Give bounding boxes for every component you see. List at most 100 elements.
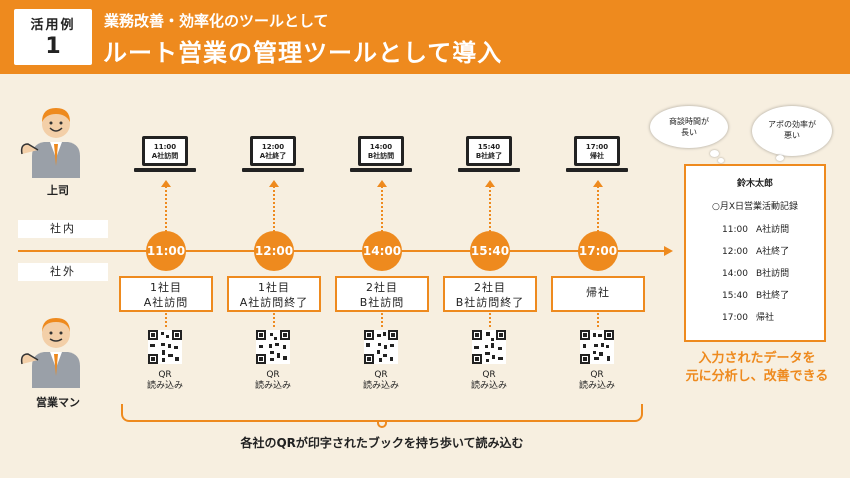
zone-inside-label: 社内 [18,220,108,238]
record-time: 14:00 [722,269,748,279]
event-box: 帰社 [551,276,645,312]
laptop-base [134,168,196,172]
arrow-up-icon [161,180,171,187]
qr-label-line2: 読み込み [146,381,183,391]
screen-text: A社終了 [259,152,287,160]
event-line1: 2社目 [366,281,398,294]
boss-person-icon [20,108,80,178]
upload-dotted-line [273,186,275,232]
screen-text: 帰社 [590,152,604,160]
screen-time: 17:00 [585,143,609,151]
cloud-tail-dot [718,158,724,163]
qr-label-line2: 読み込み [254,381,291,391]
arrow-up-icon [269,180,279,187]
time-marker: 15:40 [470,231,510,271]
record-time: 15:40 [722,291,748,301]
qr-label-line1: QR [266,370,280,380]
record-text: B社訪問 [756,269,790,279]
salesperson-icon [20,318,80,388]
screen-text: B社終了 [475,152,503,160]
result-line2: 元に分析し、改善できる [685,369,829,384]
event-line1: 2社目 [474,281,506,294]
qr-label-line2: 読み込み [470,381,507,391]
upload-dotted-line [381,186,383,232]
time-marker: 14:00 [362,231,402,271]
record-row: 15:40 B社終了 [722,288,789,301]
qr-label-line1: QR [590,370,604,380]
arrow-up-icon [377,180,387,187]
dotted-connector [165,313,167,327]
boss-label: 上司 [47,184,69,197]
salesperson-label: 営業マン [36,396,80,409]
upload-dotted-line [489,186,491,232]
qr-label-line1: QR [158,370,172,380]
screen-text: A社訪問 [151,152,179,160]
upload-dotted-line [597,186,599,232]
screen-time: 11:00 [153,143,177,151]
qr-code-icon [580,330,614,364]
laptop-base [350,168,412,172]
event-line1: 1社目 [150,281,182,294]
event-line1: 帰社 [586,286,610,299]
cloud-tail-dot [710,150,719,157]
page-title: ルート営業の管理ツールとして導入 [103,39,503,67]
record-text: B社終了 [756,291,790,301]
qr-code-icon [148,330,182,364]
event-line2: A社訪問終了 [239,296,309,309]
bottom-caption: 各社のQRが印字されたブックを持ち歩いて読み込む [240,436,524,450]
arrow-up-icon [593,180,603,187]
qr-code-icon [364,330,398,364]
zone-outside-label: 社外 [18,263,108,281]
event-box: 1社目 A社訪問終了 [227,276,321,312]
cloud-right-line2: 悪い [784,131,800,140]
record-time: 12:00 [722,247,748,257]
dotted-connector [381,313,383,327]
qr-label-line1: QR [482,370,496,380]
arrow-up-icon [485,180,495,187]
concern-cloud-left: 商談時間が長い [650,106,728,148]
laptop-base [458,168,520,172]
event-line2: B社訪問終了 [455,296,525,309]
timeline-arrowhead [664,246,673,256]
record-text: A社終了 [756,247,790,257]
record-text: A社訪問 [756,225,790,235]
record-row: 12:00 A社終了 [722,244,789,257]
time-marker: 12:00 [254,231,294,271]
cloud-right-line1: アポの効率が [768,120,816,129]
header-banner: 活用例 1 業務改善・効率化のツールとして ルート営業の管理ツールとして導入 [0,0,850,74]
concern-cloud-right: アポの効率が悪い [752,106,832,156]
use-case-badge: 活用例 1 [14,9,92,65]
qr-code-icon [472,330,506,364]
screen-text: B社訪問 [367,152,395,160]
badge-label: 活用例 [30,18,76,33]
record-time: 17:00 [722,313,748,323]
event-line2: A社訪問 [143,296,189,309]
event-box: 2社目 B社訪問終了 [443,276,537,312]
page-subtitle: 業務改善・効率化のツールとして [104,12,329,30]
record-person-name: 鈴木太郎 [736,179,773,189]
laptop-base [242,168,304,172]
record-row: 14:00 B社訪問 [722,266,789,279]
upload-dotted-line [165,186,167,232]
record-title: ○月X日営業活動記録 [711,202,799,212]
laptop-base [566,168,628,172]
result-statement: 入力されたデータを元に分析し、改善できる [672,350,842,386]
event-line1: 1社目 [258,281,290,294]
timeline-line [18,250,668,252]
